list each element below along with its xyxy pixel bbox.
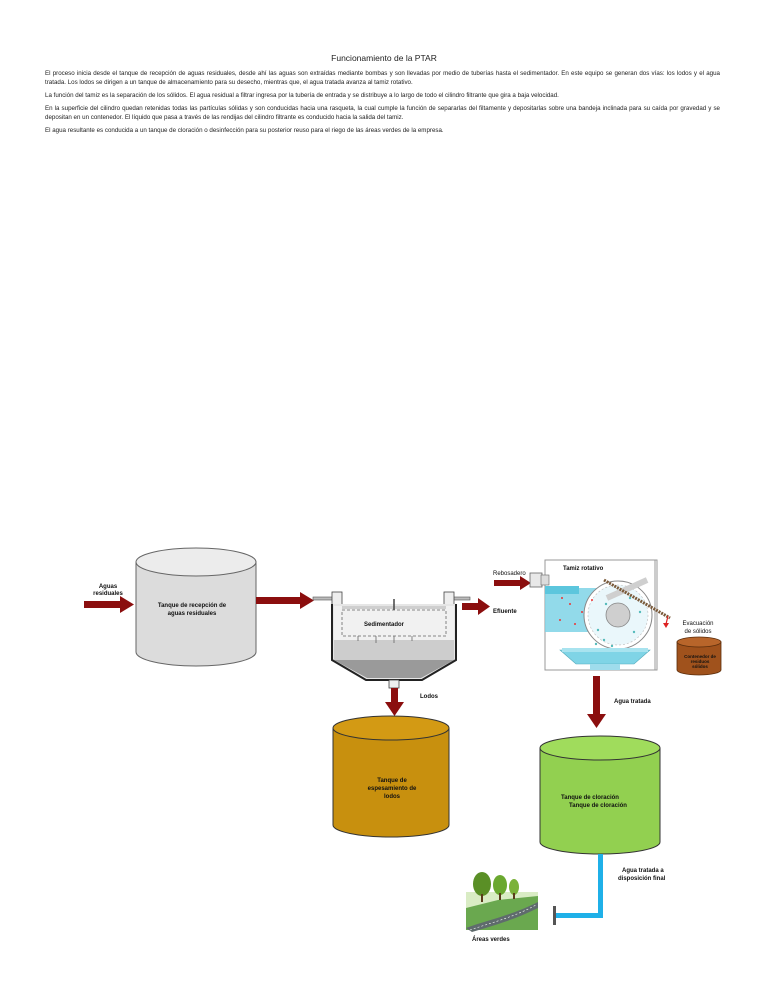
label-areas-verdes: Áreas verdes [472, 936, 510, 943]
label-aguas-residuales-2: residuales [93, 591, 123, 597]
solids-container [676, 636, 722, 676]
paragraph-3: En la superficie del cilindro quedan ret… [45, 105, 720, 121]
label-sedimentador: Sedimentador [364, 622, 405, 628]
arrow-efluente [462, 598, 490, 615]
rotary-screen [529, 559, 671, 671]
paragraph-4: El agua resultante es conducida a un tan… [45, 127, 444, 134]
label-tanque-recepcion-2: aguas residuales [168, 611, 217, 617]
label-aguas-residuales-1: Aguas [99, 584, 118, 590]
label-evacuacion-2: de sólidos [684, 629, 711, 635]
arrow-rebosadero [494, 576, 531, 590]
arrow-to-lodos [385, 688, 404, 716]
label-evacuacion-1: Evacuación [682, 621, 713, 627]
blue-pipe [553, 854, 603, 925]
sludge-tank [332, 715, 450, 838]
label-espesamiento-1: Tanque de [377, 778, 407, 784]
label-espesamiento-3: lodos [384, 794, 401, 800]
label-disposicion-2: disposición final [618, 876, 666, 882]
document-body: El proceso inicia desde el tanque de rec… [45, 69, 720, 139]
label-tamiz-rotativo: Tamiz rotativo [563, 566, 604, 572]
document-title: Funcionamiento de la PTAR [331, 53, 437, 63]
reception-tank [135, 547, 257, 667]
arrow-agua-tratada [587, 676, 606, 728]
label-tanque-recepcion-1: Tanque de recepción de [158, 603, 227, 609]
label-rebosadero: Rebosadero [493, 571, 526, 577]
input-arrow [84, 596, 134, 613]
label-disposicion-1: Agua tratada a [622, 868, 664, 874]
arrow-to-sedimentador [256, 592, 314, 609]
chlorination-tank [539, 735, 661, 855]
label-contenedor-2: residuos [691, 659, 710, 664]
label-agua-tratada: Agua tratada [614, 699, 651, 705]
label-lodos: Lodos [420, 694, 439, 700]
label-espesamiento-2: espesamiento de [368, 786, 417, 792]
green-area-illustration [466, 872, 538, 932]
label-contenedor-3: sólidos [692, 664, 708, 669]
label-efluente: Efluente [493, 609, 517, 615]
label-cloracion-2: Tanque de cloración [569, 803, 627, 809]
label-cloracion-1: Tanque de cloración [561, 795, 619, 801]
paragraph-1: El proceso inicia desde el tanque de rec… [45, 70, 720, 86]
label-contenedor-1: Contenedor de [684, 654, 716, 659]
paragraph-2: La función del tamiz es la separación de… [45, 92, 559, 99]
sedimentador [312, 591, 471, 689]
